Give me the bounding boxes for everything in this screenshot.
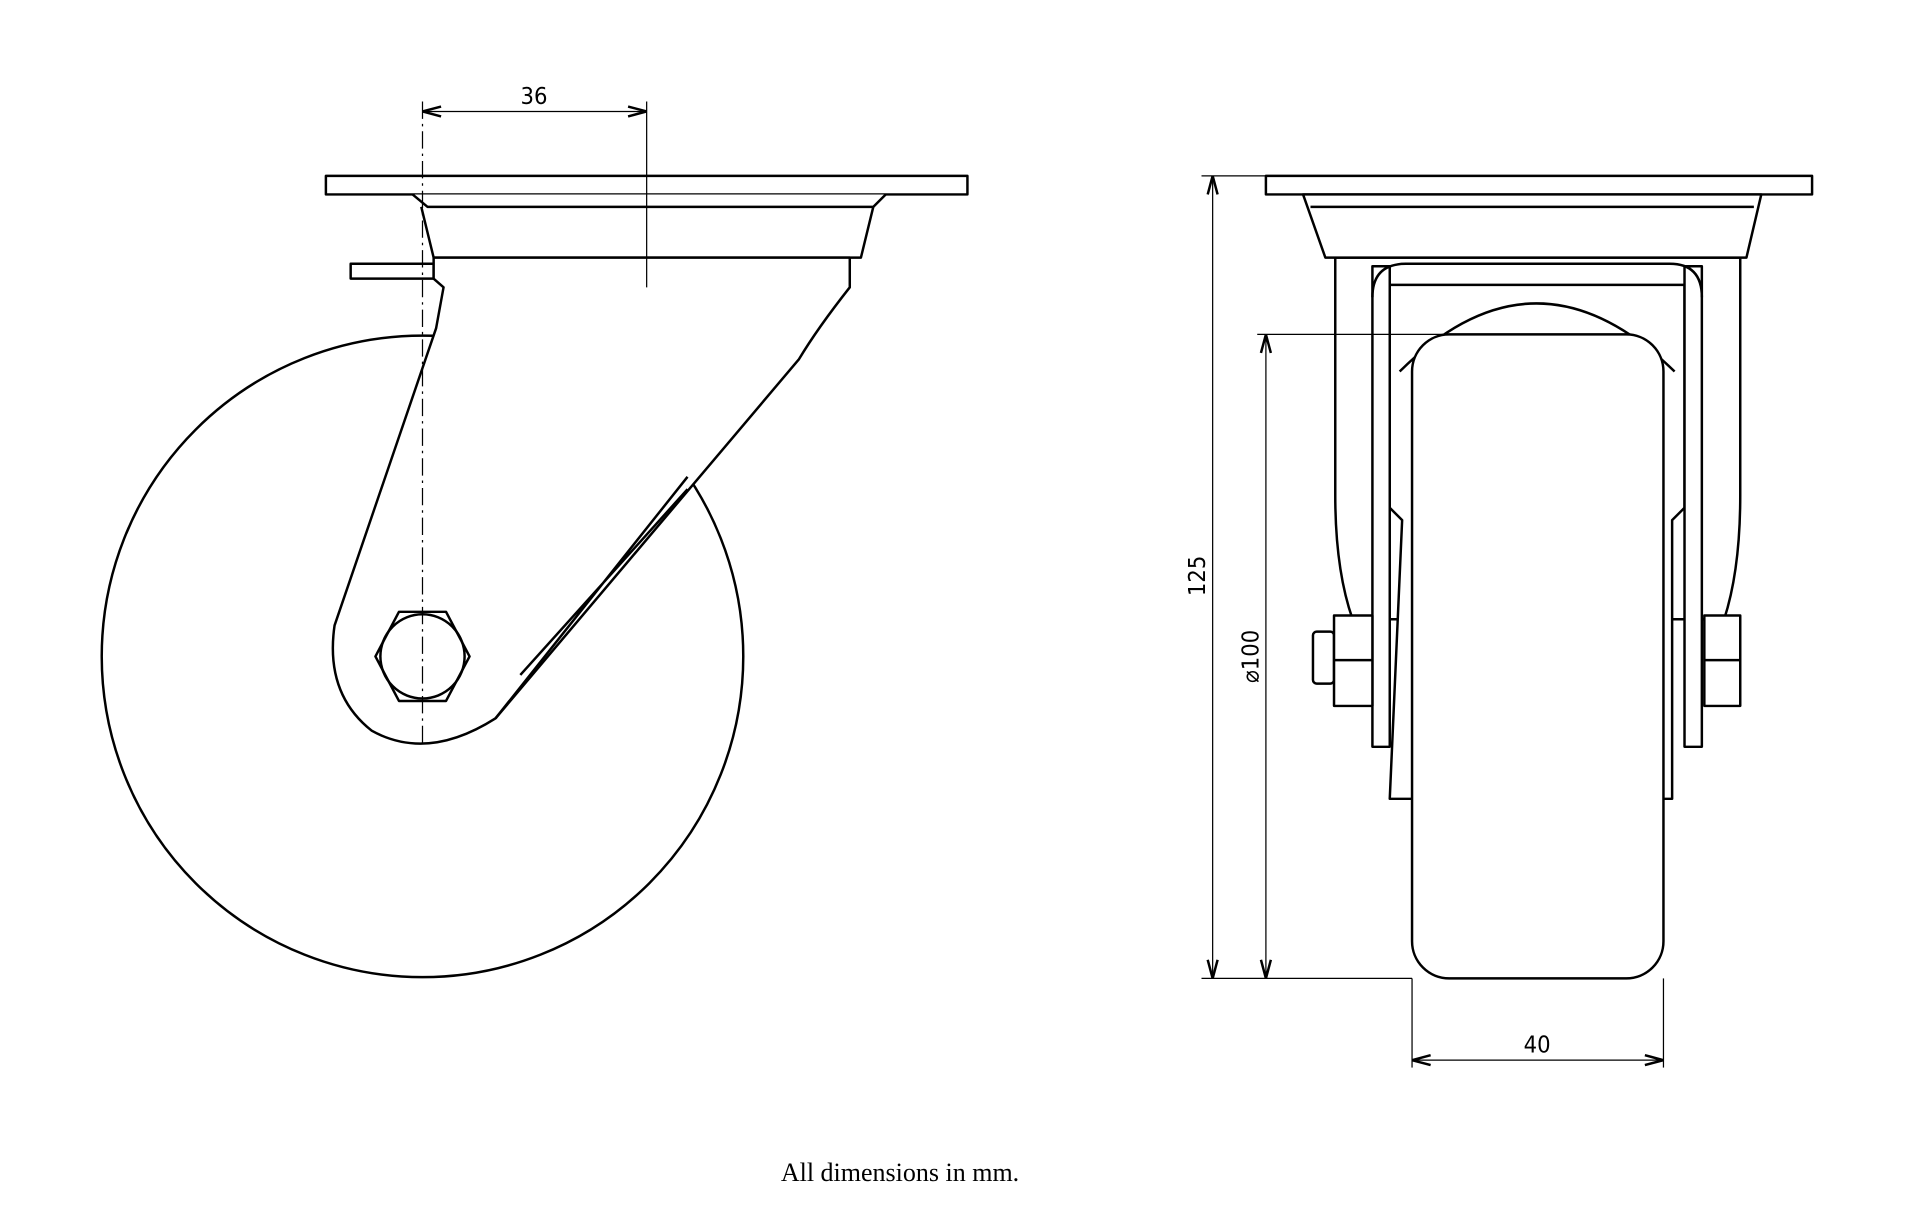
top-plate-front [1264,174,1814,196]
fork-side [331,256,852,745]
swivel-cone-front [1301,193,1763,259]
dimension-width: 40 [1524,1031,1551,1059]
arrowheads [422,105,647,118]
brake-tab [349,262,435,280]
wheel-front [1410,333,1665,980]
dimension-diameter: ⌀100 [1236,630,1264,683]
dimension-height: 125 [1183,556,1211,596]
dimension-offset: 36 [521,82,548,110]
fork-bend [1371,262,1704,298]
bolt-end [1311,630,1336,685]
side-view: 36 [100,82,969,979]
arrowheads [1206,175,1219,979]
fork-inner-edge [494,476,689,720]
units-caption: All dimensions in mm. [780,1158,1020,1187]
hex-nut-icon [374,610,471,703]
arrowheads [1411,1053,1664,1067]
fork-leg-left [1371,265,1391,749]
arrowheads [1259,334,1273,979]
swivel-cone-side [411,193,887,259]
front-view: 125 ⌀100 40 [1183,174,1814,1068]
fork-leg-right [1683,265,1704,749]
